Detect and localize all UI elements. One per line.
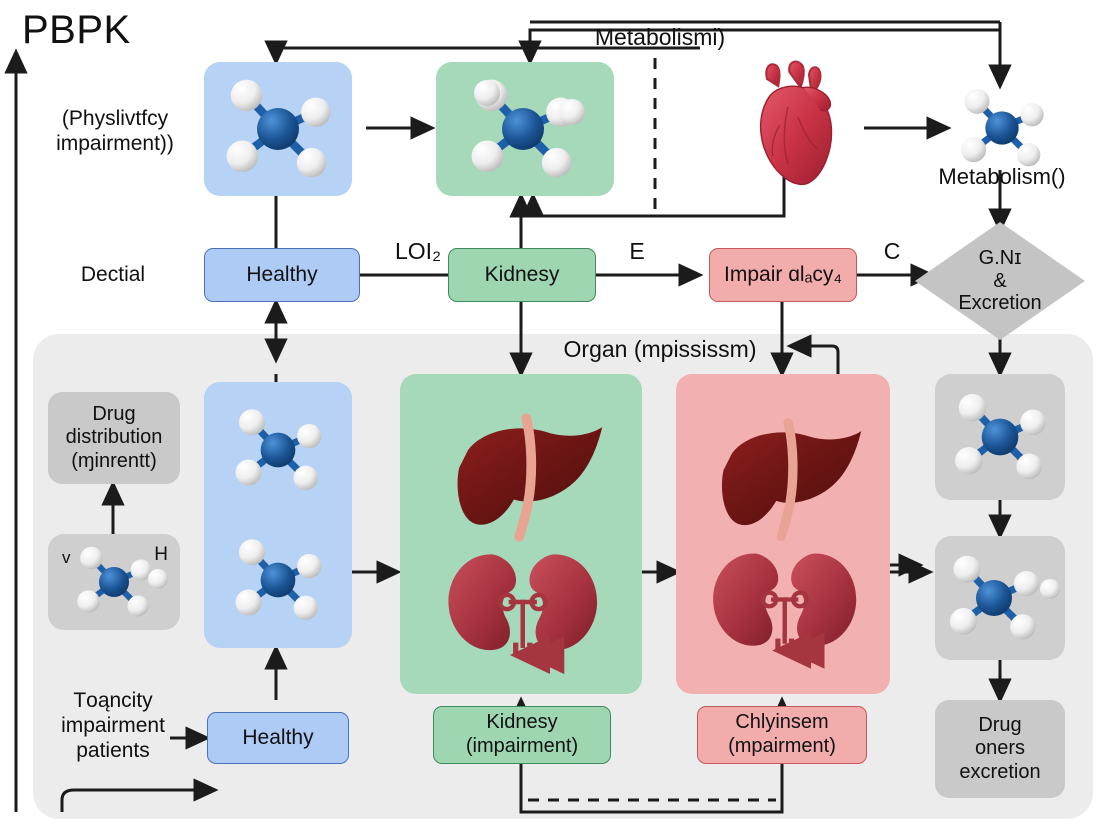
- molecule-icon: [946, 78, 1058, 178]
- atom-label-left: ᴠ: [62, 548, 71, 567]
- molecule-icon: [221, 528, 335, 632]
- panel-organs-red[interactable]: [676, 374, 890, 694]
- molecule-icon: [940, 543, 1060, 653]
- panel-molecule-mid-left[interactable]: [204, 382, 352, 648]
- panel-molecule-top-left[interactable]: [204, 62, 352, 196]
- panel-molecule-right-1[interactable]: [935, 374, 1065, 500]
- node-healthy-bottom[interactable]: Healthy: [207, 712, 349, 764]
- liver-kidneys-icon: [681, 386, 885, 682]
- panel-heart[interactable]: [730, 58, 860, 198]
- edge-label-loi: LOI₂: [395, 238, 441, 264]
- molecule-icon: [450, 66, 585, 192]
- molecule-icon: [54, 537, 168, 627]
- heart-icon: [759, 60, 833, 186]
- page-title: PBPK: [22, 8, 131, 52]
- node-drug-excretion[interactable]: Drug oners excretion: [935, 700, 1065, 798]
- node-kidnesy-bottom[interactable]: Kidnesy (impairment): [433, 706, 611, 764]
- edge-label-metabolism-right: Metabolism(): [938, 164, 1066, 189]
- atom-label-right: H: [154, 544, 168, 565]
- node-kidnesy-mid[interactable]: Kidnesy: [448, 248, 596, 302]
- panel-molecule-right-2[interactable]: [935, 536, 1065, 660]
- node-gn-excretion-diamond[interactable]: G.Nɪ & Excretion: [915, 222, 1085, 340]
- panel-molecule-top-right[interactable]: [944, 78, 1060, 178]
- node-chlyinsem-bottom[interactable]: Chlyinsem (mpairment): [697, 706, 867, 764]
- molecule-icon: [221, 398, 335, 502]
- label-physiology-impairment: (Physlivtfcy impairment)): [56, 107, 174, 156]
- liver-kidneys-icon: [415, 386, 627, 682]
- panel-molecule-top-mid[interactable]: [436, 62, 614, 196]
- label-decitial: Dectial: [80, 263, 146, 286]
- molecule-icon: [943, 382, 1057, 492]
- panel-organs-green[interactable]: [400, 374, 642, 694]
- molecule-icon: [215, 66, 341, 192]
- edge-label-organ: Organ (mpississm): [563, 336, 757, 362]
- node-impaired-mid[interactable]: Impair ɑlₐcy₄: [709, 248, 857, 302]
- label-toxicity-impairment-patients: Tоąncity impairment patients: [61, 689, 165, 763]
- node-healthy-mid[interactable]: Healthy: [204, 248, 360, 302]
- edge-label-metabolism-top: Metabolismi): [594, 24, 726, 50]
- edge-label-e: E: [629, 238, 645, 264]
- edge-label-c: C: [883, 238, 901, 264]
- diamond-label: G.Nɪ & Excretion: [958, 247, 1042, 315]
- panel-molecule-grey-small[interactable]: ᴠ H: [48, 534, 180, 630]
- node-drug-distribution[interactable]: Drug distribution (ɱinrentt): [48, 392, 180, 484]
